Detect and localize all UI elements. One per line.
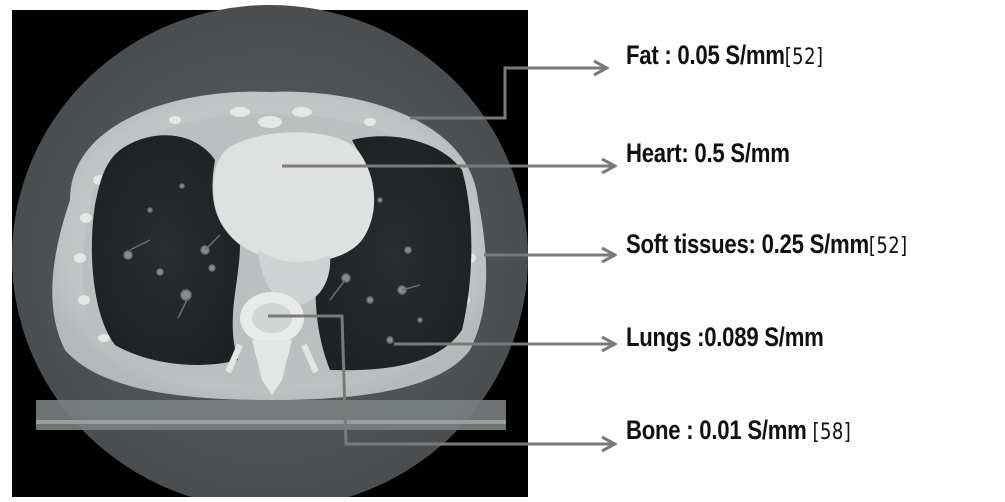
label-bone-text: Bone : 0.01 S/mm <box>626 415 813 445</box>
citation-soft-tissues: [52] <box>869 234 908 259</box>
scanner-table <box>36 400 506 430</box>
label-lungs-text: Lungs :0.089 S/mm <box>626 322 824 352</box>
citation-fat: [52] <box>785 45 824 70</box>
label-heart-text: Heart: 0.5 S/mm <box>626 138 790 168</box>
citation-bone: [58] <box>813 420 852 445</box>
label-heart: Heart: 0.5 S/mm <box>626 138 790 169</box>
label-lungs: Lungs :0.089 S/mm <box>626 322 824 353</box>
label-soft-tissues-text: Soft tissues: 0.25 S/mm <box>626 229 869 259</box>
label-fat-text: Fat : 0.05 S/mm <box>626 40 785 70</box>
label-fat: Fat : 0.05 S/mm[52] <box>626 40 823 71</box>
label-bone: Bone : 0.01 S/mm [58] <box>626 415 851 446</box>
label-soft-tissues: Soft tissues: 0.25 S/mm[52] <box>626 229 908 260</box>
scanner-table-line <box>36 420 506 424</box>
